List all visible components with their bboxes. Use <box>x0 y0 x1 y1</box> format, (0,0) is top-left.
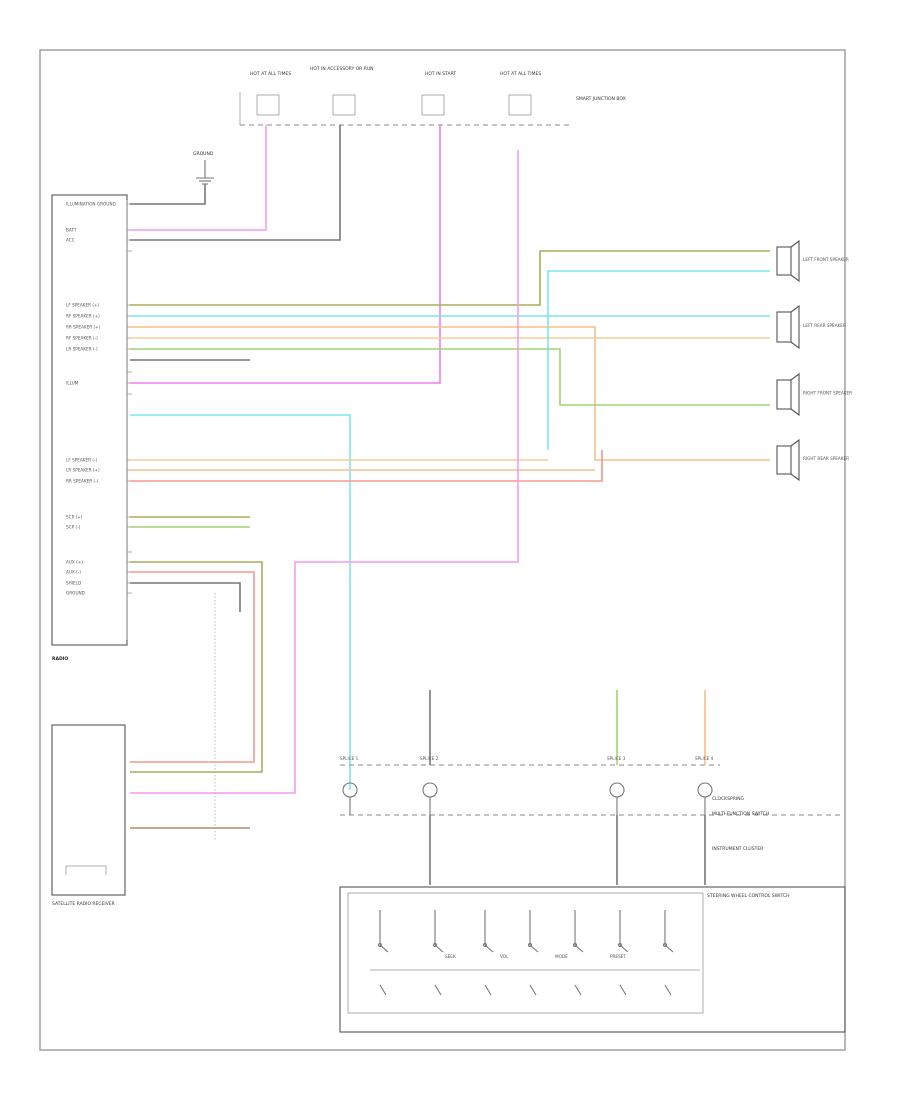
radio-pin-label: SCP (+) <box>66 515 83 520</box>
bottom-note-1: CLOCKSPRING <box>712 796 745 802</box>
wire-lr-minus <box>130 348 770 406</box>
speaker-label: LEFT REAR SPEAKER <box>803 323 846 328</box>
wire-illum <box>130 125 441 384</box>
ground-note: GROUND <box>193 151 214 157</box>
radio-pin-label: RF SPEAKER (+) <box>66 314 100 319</box>
smart-junction-box: HOT AT ALL TIMES HOT IN ACCESSORY OR RUN… <box>239 66 626 126</box>
aux-unit-label: SATELLITE RADIO RECEIVER <box>52 901 115 907</box>
radio-pin-label: RF SPEAKER (-) <box>66 336 98 341</box>
switch-contact <box>572 910 584 996</box>
wire-lf-plus <box>130 250 770 306</box>
wire-aux-minus <box>130 571 255 763</box>
radio-pin-label: RR SPEAKER (+) <box>66 325 101 330</box>
bottom-connector-label: SPLICE 2 <box>420 756 439 761</box>
switch-label: MODE <box>555 954 568 959</box>
radio-pin-label: RR SPEAKER (-) <box>66 479 99 484</box>
bottom-connectors: SPLICE 1 SPLICE 2 SPLICE 3 SPLICE 4 <box>340 756 714 815</box>
speaker: LEFT FRONT SPEAKER <box>776 239 849 283</box>
bottom-note-2: MULTI-FUNCTION SWITCH <box>712 811 769 817</box>
bottom-connector-label: SPLICE 3 <box>607 756 626 761</box>
speaker: LEFT REAR SPEAKER <box>776 304 846 350</box>
wire-sat-power <box>130 150 519 794</box>
bottom-note-3: INSTRUMENT CLUSTER <box>712 846 763 852</box>
bottom-connector: SPLICE 2 <box>420 756 439 815</box>
steering-wheel-switch: STEERING WHEEL CONTROL SWITCH <box>339 886 846 1033</box>
ground-symbol: GROUND <box>193 151 214 185</box>
fuse-label-2: HOT IN ACCESSORY OR RUN <box>310 66 374 72</box>
radio-pin-label: ILLUM <box>66 381 79 386</box>
wire-ground <box>130 184 206 205</box>
wire-scp <box>130 414 351 790</box>
radio-pin-labels: ILLUMINATION GROUND BATT ACC LF SPEAKER (+)… <box>66 202 132 596</box>
radio-pin-label: SHIELD <box>66 581 81 586</box>
radio-pin-label: ACC <box>66 238 75 243</box>
speakers: LEFT FRONT SPEAKER LEFT REAR SPEAKER RIGHT… <box>776 239 852 482</box>
switch-contact <box>432 910 444 996</box>
switch-label: PRESET <box>610 954 626 959</box>
wire-lf-minus-branch <box>547 270 770 450</box>
bottom-connector-label: SPLICE 1 <box>340 756 359 761</box>
fuse-label-3: HOT IN START <box>425 71 456 77</box>
wire-acc <box>130 125 341 241</box>
bottom-connector: SPLICE 3 <box>607 756 626 815</box>
junction-box-label: SMART JUNCTION BOX <box>576 96 626 102</box>
bottom-connector-label: SPLICE 4 <box>695 756 714 761</box>
switch-contacts: SEEK VOL MODE PRESET <box>377 910 674 996</box>
radio-unit: RADIO <box>51 194 128 662</box>
speaker-label: LEFT FRONT SPEAKER <box>803 257 849 262</box>
speaker-label: RIGHT FRONT SPEAKER <box>803 391 852 396</box>
radio-pin-label: GROUND <box>66 591 85 596</box>
radio-pin-label: BATT <box>66 228 77 233</box>
switch-label: SEEK <box>445 954 456 959</box>
wire-shield <box>130 582 241 612</box>
speaker: RIGHT FRONT SPEAKER <box>776 372 852 417</box>
bottom-connector: SPLICE 1 <box>340 756 359 815</box>
bottom-connector: SPLICE 4 <box>695 756 714 815</box>
wire-aux-plus <box>130 561 263 773</box>
switch-contact <box>662 910 674 996</box>
wire-rr-plus <box>130 326 770 461</box>
radio-pin-label: LF SPEAKER (-) <box>66 458 98 463</box>
switch-label: VOL <box>500 954 509 959</box>
speaker: RIGHT REAR SPEAKER <box>776 438 849 482</box>
switch-box-label: STEERING WHEEL CONTROL SWITCH <box>707 893 790 899</box>
radio-pin-label: ILLUMINATION GROUND <box>66 202 116 207</box>
radio-pin-label: LF SPEAKER (+) <box>66 303 100 308</box>
fuse-label-1: HOT AT ALL TIMES <box>250 71 291 77</box>
radio-pin-label: AUX (+) <box>66 560 83 565</box>
fuse-label-4: HOT AT ALL TIMES <box>500 71 541 77</box>
diagram-frame <box>39 49 846 1051</box>
switch-contact <box>527 910 539 996</box>
radio-label: RADIO <box>52 656 68 662</box>
radio-pin-label: LR SPEAKER (-) <box>66 347 98 352</box>
radio-pin-label: SCP (-) <box>66 525 81 530</box>
switch-contact <box>617 910 629 996</box>
speaker-label: RIGHT REAR SPEAKER <box>803 456 849 461</box>
wire-rr-minus <box>130 450 603 482</box>
radio-pin-label: LR SPEAKER (+) <box>66 468 100 473</box>
radio-pin-label: AUX (-) <box>66 570 81 575</box>
switch-contact <box>377 910 389 996</box>
switch-contact <box>482 910 494 996</box>
satellite-receiver: SATELLITE RADIO RECEIVER <box>51 724 126 907</box>
wire-batt <box>130 125 267 231</box>
